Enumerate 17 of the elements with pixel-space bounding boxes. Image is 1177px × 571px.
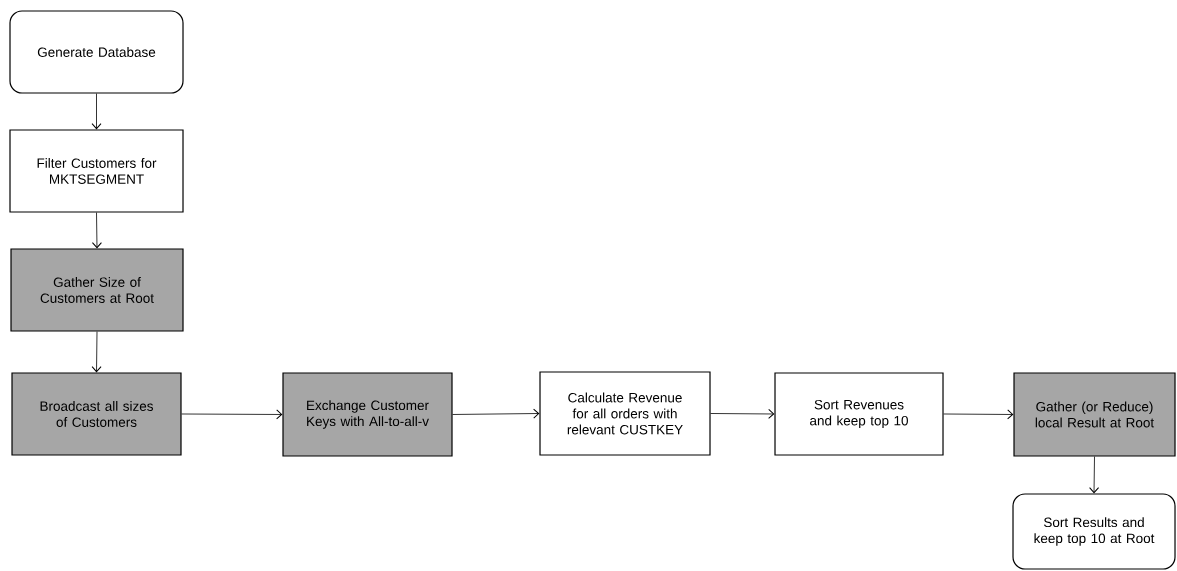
arrow — [1089, 456, 1100, 494]
arrow — [943, 409, 1014, 420]
terminal-box: Sort Results and keep top 10 at Root — [1012, 493, 1176, 570]
arrow — [91, 93, 102, 130]
arrow — [181, 409, 283, 420]
process-box: Gather (or Reduce) local Result at Root — [1013, 372, 1176, 457]
process-box: Gather Size of Customers at Root — [10, 248, 184, 332]
process-box: Sort Revenues and keep top 10 — [774, 372, 944, 456]
arrow — [452, 408, 540, 419]
terminal-box: Generate Database — [9, 10, 184, 94]
arrow — [91, 212, 102, 249]
process-box: Exchange Customer Keys with All-to-all-v — [282, 372, 453, 457]
process-box: Filter Customers for MKTSEGMENT — [9, 129, 184, 213]
process-box: Calculate Revenue for all orders with relevant CUSTKEY — [539, 371, 711, 456]
arrow — [91, 331, 102, 373]
process-box: Broadcast all sizes of Customers — [11, 372, 182, 456]
arrow — [710, 408, 775, 419]
